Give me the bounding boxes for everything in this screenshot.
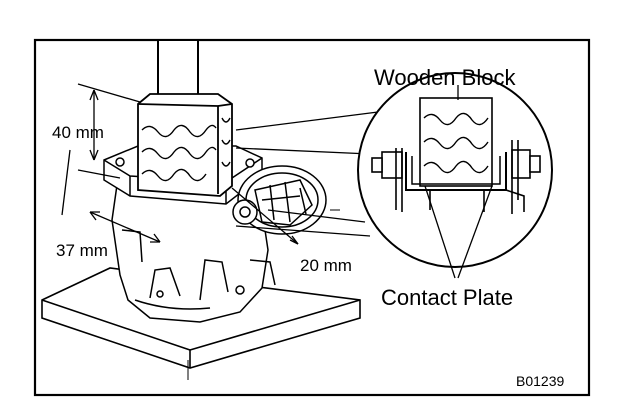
wooden-block xyxy=(137,93,233,197)
dimension-vertical-guide xyxy=(187,209,340,380)
figure-code: B01239 xyxy=(516,373,564,389)
contact-plate-leaders xyxy=(424,185,493,279)
detail-view xyxy=(357,72,553,279)
dimension-40mm-label: 40 mm xyxy=(52,123,104,142)
wooden-block-label: Wooden Block xyxy=(374,65,516,90)
starter-housing xyxy=(111,177,276,323)
callout-lines xyxy=(235,111,379,155)
terminal-cover xyxy=(232,165,327,235)
figure-frame xyxy=(33,38,591,397)
dimension-37mm-label: 37 mm xyxy=(56,241,108,260)
contact-plate-label: Contact Plate xyxy=(381,285,513,310)
dimension-37mm-lines xyxy=(61,149,161,243)
detail-contact-plate xyxy=(405,152,507,191)
press-ram xyxy=(157,39,199,103)
dimension-40mm-lines xyxy=(77,83,141,179)
dimension-20mm-lines xyxy=(231,187,371,245)
dimension-20mm-label: 20 mm xyxy=(300,256,352,275)
